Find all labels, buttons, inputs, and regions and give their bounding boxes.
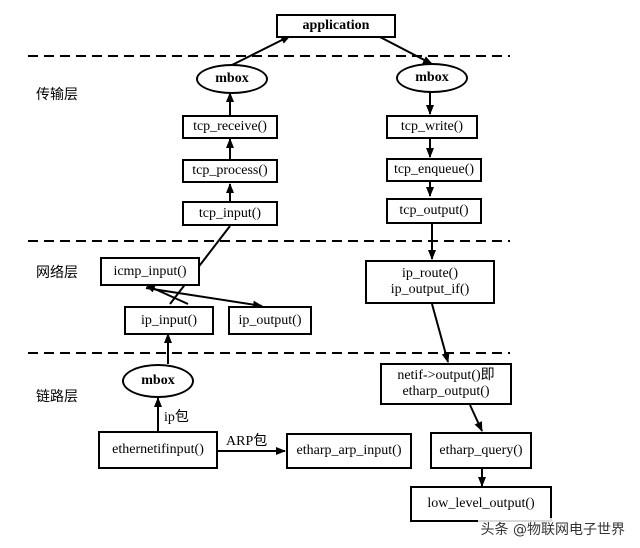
arrow-ip-route-to-netif-output (431, 303, 450, 363)
ip-route-node: ip_route() ip_output_if() (365, 260, 495, 304)
mbox-send-node: mbox (396, 63, 468, 93)
arrow-application-to-mbox-right (377, 35, 433, 65)
tcp-enqueue-node: tcp_enqueue() (386, 158, 482, 182)
ip-packet-label: ip包 (164, 410, 189, 425)
arrow-netif-output-to-etharp-query (469, 404, 483, 432)
layer-label-link: 链路层 (36, 389, 78, 405)
etharp-arp-input-node: etharp_arp_input() (286, 433, 412, 469)
netif-output-label: netif->output()即 (397, 368, 495, 383)
layer-label-transport: 传输层 (36, 87, 78, 103)
arrow-icmp-input-to-ip-output (145, 287, 263, 309)
watermark: 头条 @物联网电子世界 (477, 518, 628, 540)
mbox-link-node: mbox (122, 364, 194, 398)
tcp-process-node: tcp_process() (182, 159, 278, 183)
ip-route-label: ip_route() (402, 266, 458, 281)
ip-output-if-label: ip_output_if() (390, 282, 470, 297)
etharp-query-node: etharp_query() (430, 432, 532, 469)
layer-label-network: 网络层 (36, 265, 78, 281)
mbox-receive-node: mbox (196, 64, 268, 94)
icmp-input-node: icmp_input() (100, 257, 200, 286)
etharp-output-label: etharp_output() (402, 384, 490, 399)
netif-output-node: netif->output()即 etharp_output() (380, 363, 512, 405)
low-level-output-node: low_level_output() (410, 486, 552, 522)
ip-input-node: ip_input() (124, 306, 214, 335)
tcp-input-node: tcp_input() (182, 201, 278, 226)
tcp-output-node: tcp_output() (386, 198, 482, 224)
tcp-receive-node: tcp_receive() (182, 115, 278, 139)
ip-output-node: ip_output() (228, 306, 312, 335)
arp-packet-label: ARP包 (226, 434, 268, 449)
application-node: application (276, 14, 396, 38)
ethernetifinput-node: ethernetifinput() (98, 431, 218, 469)
arrow-mbox-left-to-application (229, 35, 291, 67)
line-ip-input-to-tcp-input (169, 225, 231, 305)
tcp-write-node: tcp_write() (386, 115, 478, 139)
